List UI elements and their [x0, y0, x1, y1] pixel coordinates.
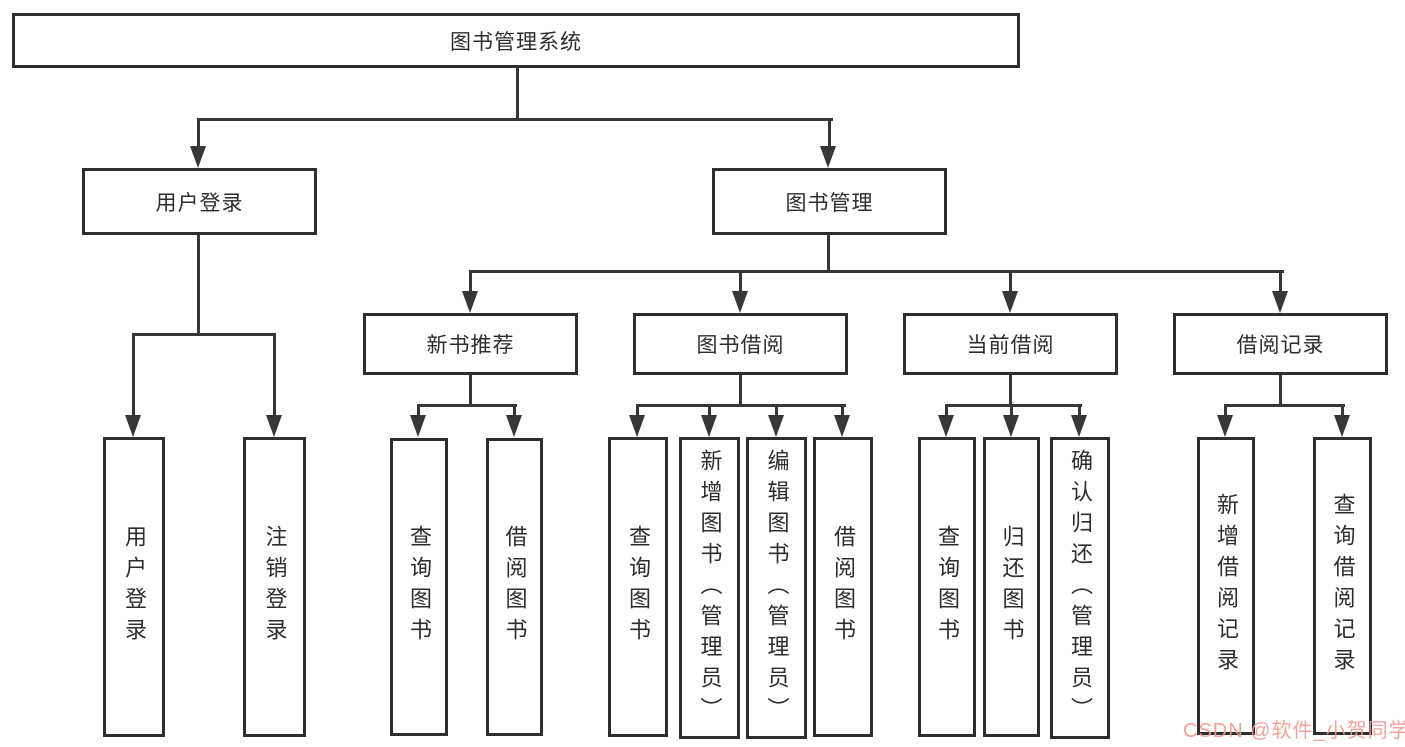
- arrowhead-down-icon: [1272, 291, 1288, 313]
- connector-drop-leaf: [1341, 404, 1344, 417]
- leaf-confirm-return-admin: 确认归还（管理员）: [1050, 437, 1110, 739]
- leaf-query-books-label: 查询图书: [407, 525, 432, 649]
- leaf-edit-books-admin-label: 编辑图书（管理员）: [764, 448, 790, 728]
- leaf-return-books-label: 归还图书: [999, 525, 1025, 649]
- connector-drop-leaf: [708, 404, 711, 417]
- connector-group-hbar: [945, 404, 1082, 407]
- node-borrowing-records-label: 借阅记录: [1236, 334, 1325, 357]
- node-root-label: 图书管理系统: [450, 30, 582, 54]
- node-new-book-recommend-label: 新书推荐: [426, 334, 515, 357]
- connector-drop-leaf: [1078, 404, 1081, 417]
- arrowhead-down-icon: [1002, 291, 1018, 313]
- leaf-borrow-books: 借阅图书: [486, 438, 543, 736]
- connector-drop-leaf: [775, 404, 778, 417]
- connector-drop-group: [739, 270, 742, 294]
- leaf-logout: 注销登录: [243, 437, 306, 737]
- connector-root-stub: [516, 68, 519, 121]
- connector-drop-leaf: [417, 404, 420, 417]
- connector-drop-book-management: [828, 118, 831, 149]
- connector-drop-leaf: [1010, 404, 1013, 417]
- node-book-management-label: 图书管理: [785, 191, 874, 215]
- leaf-edit-books-admin: 编辑图书（管理员）: [746, 437, 807, 739]
- leaf-add-borrow-record: 新增借阅记录: [1197, 437, 1255, 735]
- leaf-query-books: 查询图书: [918, 437, 976, 737]
- connector-drop-leaf: [636, 404, 639, 417]
- connector-group-stub: [1279, 375, 1282, 407]
- arrowhead-down-icon: [834, 415, 850, 437]
- csdn-watermark: CSDN @软件_小贺同学: [1183, 720, 1405, 742]
- connector-group-stub: [469, 375, 472, 407]
- node-book-borrowing-label: 图书借阅: [696, 334, 785, 357]
- leaf-add-borrow-record-label: 新增借阅记录: [1214, 493, 1239, 679]
- connector-drop-leaf: [1224, 404, 1227, 417]
- leaf-user-login: 用户登录: [103, 437, 165, 737]
- arrowhead-down-icon: [732, 291, 748, 313]
- arrowhead-down-icon: [768, 415, 784, 437]
- connector-book-mgmt-hbar: [469, 270, 1284, 273]
- arrowhead-down-icon: [629, 415, 645, 437]
- node-book-management: 图书管理: [712, 168, 947, 235]
- connector-drop-group: [1009, 270, 1012, 294]
- connector-drop-leaf: [273, 333, 276, 417]
- node-user-login: 用户登录: [82, 168, 317, 235]
- node-new-book-recommend: 新书推荐: [363, 313, 578, 375]
- arrowhead-down-icon: [462, 291, 478, 313]
- connector-drop-leaf: [945, 404, 948, 417]
- arrowhead-down-icon: [820, 146, 836, 168]
- connector-drop-leaf: [513, 404, 516, 417]
- arrowhead-down-icon: [1071, 415, 1087, 437]
- connector-drop-group: [469, 270, 472, 294]
- arrowhead-down-icon: [190, 146, 206, 168]
- connector-drop-leaf: [841, 404, 844, 417]
- leaf-borrow-books: 借阅图书: [813, 437, 873, 737]
- node-current-borrowing: 当前借阅: [903, 313, 1118, 375]
- arrowhead-down-icon: [938, 415, 954, 437]
- connector-root-hbar: [197, 118, 833, 121]
- arrowhead-down-icon: [1334, 415, 1350, 437]
- leaf-query-books: 查询图书: [608, 437, 668, 737]
- leaf-borrow-books-label: 借阅图书: [831, 525, 856, 649]
- connector-group-hbar: [1224, 404, 1345, 407]
- node-borrowing-records: 借阅记录: [1173, 313, 1388, 375]
- connector-user-login-stub: [197, 235, 200, 336]
- arrowhead-down-icon: [266, 415, 282, 437]
- node-current-borrowing-label: 当前借阅: [966, 334, 1055, 357]
- connector-book-mgmt-stub: [827, 235, 830, 273]
- arrowhead-down-icon: [410, 415, 426, 437]
- connector-drop-user-login: [197, 118, 200, 149]
- leaf-add-books-admin: 新增图书（管理员）: [679, 437, 740, 739]
- arrowhead-down-icon: [125, 415, 141, 437]
- leaf-query-books-label: 查询图书: [935, 525, 960, 649]
- connector-drop-group: [1279, 270, 1282, 294]
- leaf-query-borrow-record-label: 查询借阅记录: [1330, 493, 1356, 679]
- connector-group-stub: [739, 375, 742, 407]
- arrowhead-down-icon: [506, 415, 522, 437]
- leaf-confirm-return-admin-label: 确认归还（管理员）: [1068, 448, 1093, 728]
- leaf-logout-label: 注销登录: [262, 525, 288, 649]
- connector-group-stub: [1009, 375, 1012, 407]
- leaf-query-borrow-record: 查询借阅记录: [1313, 437, 1372, 735]
- leaf-query-books: 查询图书: [390, 438, 448, 736]
- arrowhead-down-icon: [1217, 415, 1233, 437]
- node-root: 图书管理系统: [12, 13, 1020, 68]
- arrowhead-down-icon: [701, 415, 717, 437]
- leaf-query-books-label: 查询图书: [626, 525, 651, 649]
- connector-drop-leaf: [132, 333, 135, 417]
- connector-group-hbar: [417, 404, 517, 407]
- leaf-return-books: 归还图书: [983, 437, 1040, 737]
- connector-group-hbar: [636, 404, 846, 407]
- leaf-borrow-books-label: 借阅图书: [502, 525, 528, 649]
- connector-user-login-hbar: [132, 333, 276, 336]
- node-user-login-label: 用户登录: [155, 191, 244, 215]
- node-book-borrowing: 图书借阅: [633, 313, 848, 375]
- arrowhead-down-icon: [1003, 415, 1019, 437]
- leaf-user-login-label: 用户登录: [122, 525, 147, 649]
- leaf-add-books-admin-label: 新增图书（管理员）: [697, 448, 723, 728]
